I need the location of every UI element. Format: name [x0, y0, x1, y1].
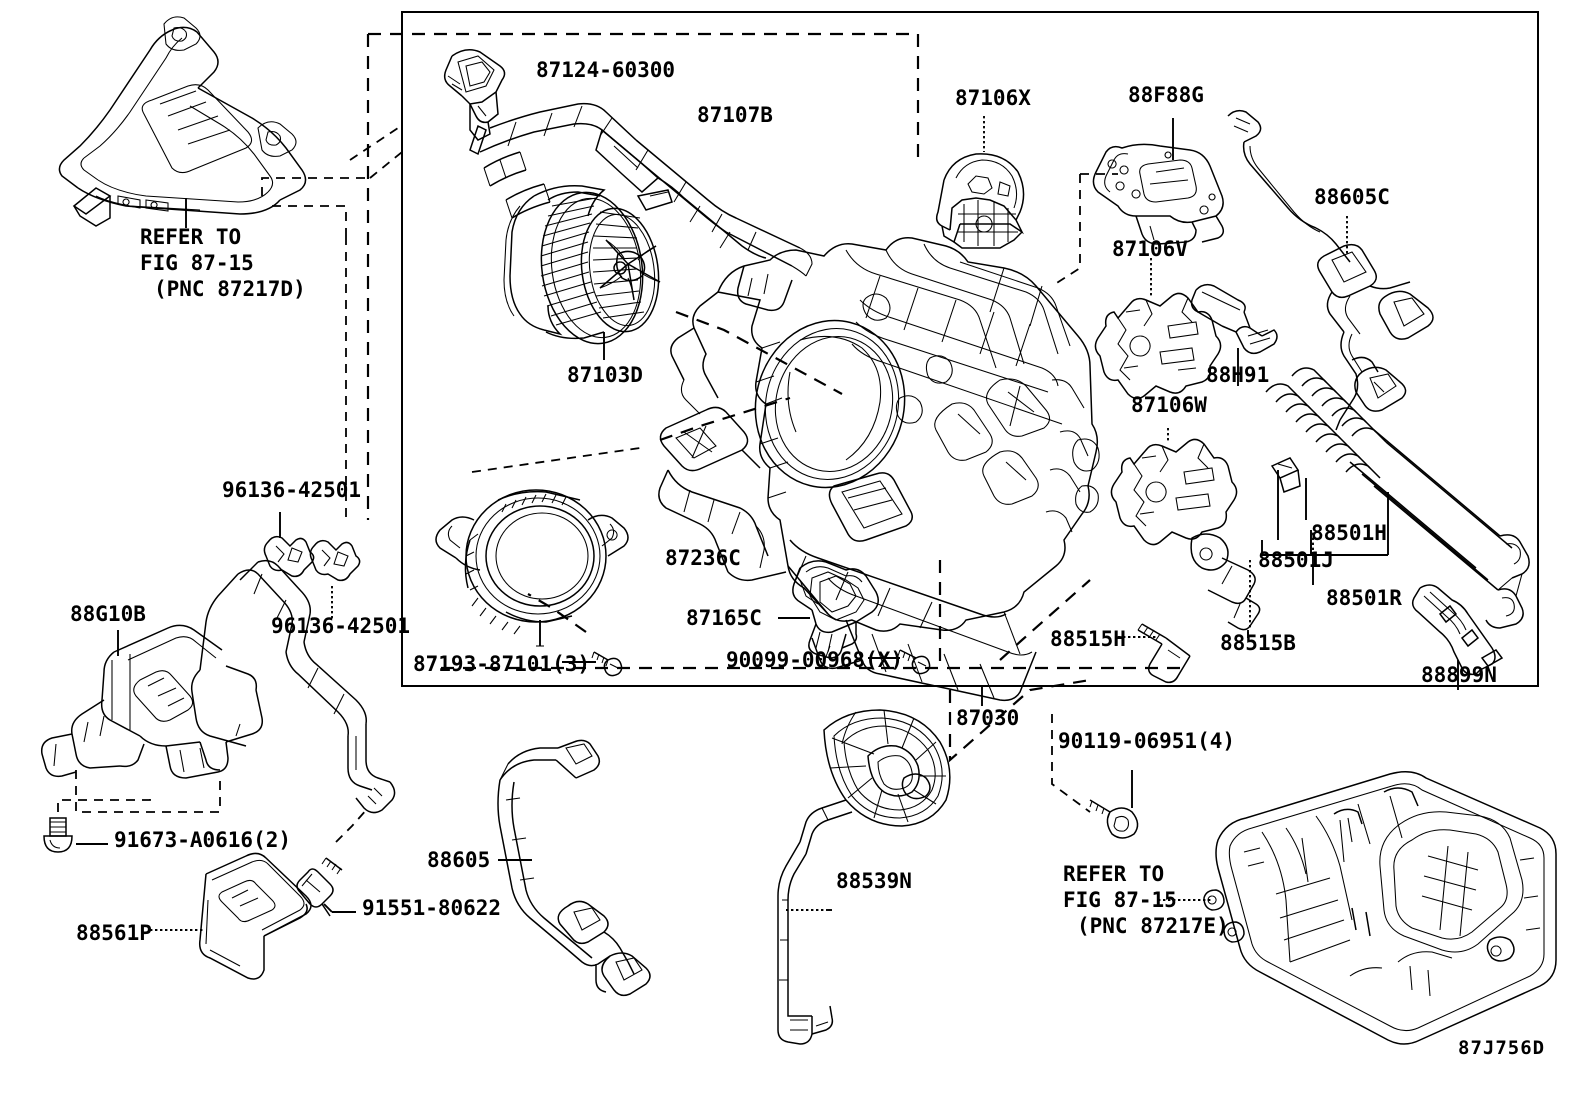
part-88h91-sensor-drawing: [1190, 283, 1278, 386]
label-88h91: 88H91: [1206, 363, 1270, 387]
part-90099-screw-drawing: [897, 649, 931, 675]
part-91673-bolt-drawing: [43, 817, 73, 853]
refer-left-line3: (PNC 87217D): [154, 277, 306, 301]
leader-91551: [323, 903, 356, 913]
part-87103d-blower-drawing: [503, 184, 673, 360]
inner-dashed-frame: [366, 32, 1180, 670]
label-91551: 91551-80622: [362, 896, 502, 920]
label-96136-bottom: 96136-42501: [271, 614, 411, 638]
diagram-code: 87J756D: [1458, 1037, 1546, 1059]
label-87165c: 87165C: [686, 606, 762, 630]
label-90119: 90119-06951(4): [1058, 729, 1236, 753]
part-87124-60300-drawing: [443, 49, 506, 141]
label-87106x: 87106X: [955, 86, 1031, 110]
dashed-leader-87236c-to-case: [659, 396, 791, 442]
dashed-leader-91673: [57, 792, 151, 812]
label-87193: 87193-87101(3): [413, 652, 591, 676]
label-88605c: 88605C: [1314, 185, 1390, 209]
label-88g10b: 88G10B: [70, 602, 146, 626]
part-88g10b-drawing: [40, 559, 396, 814]
dashed-leader-88515: [999, 579, 1091, 661]
label-87107b: 87107B: [697, 103, 773, 127]
dashed-connector-bracket: [261, 127, 403, 520]
part-88561p-drawing: [198, 852, 312, 980]
label-87030: 87030: [956, 706, 1020, 730]
part-88f88g-drawing: [1051, 118, 1225, 287]
part-88501-pipes-drawing: [1261, 367, 1530, 629]
part-88605c-harness-drawing: [1227, 109, 1434, 431]
dashed-leader-90119: [1051, 714, 1091, 813]
cover-87217e-drawing: [1203, 771, 1557, 1045]
part-88515h-bolt-drawing: [1137, 623, 1191, 684]
part-87106x-drawing: [935, 116, 1025, 249]
label-88561p: 88561P: [76, 921, 152, 945]
part-96136-clip-top-drawing: [263, 535, 315, 578]
label-88501r: 88501R: [1326, 586, 1402, 610]
dashed-leader-87193: [527, 593, 587, 633]
bracket-87217d-drawing: [58, 16, 307, 228]
part-88605-wire-drawing: [497, 739, 651, 997]
label-87106v: 87106V: [1112, 237, 1188, 261]
part-87165c-drawing: [792, 560, 879, 659]
refer-right-line3: (PNC 87217E): [1077, 914, 1229, 938]
main-hvac-case-drawing: [658, 237, 1100, 702]
label-91673: 91673-A0616(2): [114, 828, 292, 852]
part-87236c-drawing: [435, 489, 629, 647]
dash-87030: [948, 678, 1091, 763]
part-88899n-drawing: [1411, 584, 1504, 690]
refer-right-line2: FIG 87-15: [1063, 888, 1177, 912]
label-87103d: 87103D: [567, 363, 643, 387]
dashed-leader-87236c-left: [471, 447, 641, 473]
part-87106v-drawing: [1094, 258, 1222, 400]
label-88605: 88605: [427, 848, 491, 872]
refer-left-line1: REFER TO: [140, 225, 242, 249]
part-87106w-drawing: [1110, 428, 1238, 546]
label-88501j: 88501J: [1258, 548, 1334, 572]
label-87236c: 87236C: [665, 546, 741, 570]
part-88539n-drawing: [777, 709, 951, 1045]
label-88501h: 88501H: [1311, 521, 1387, 545]
label-88515b: 88515B: [1220, 631, 1296, 655]
outer-solid-frame: [401, 11, 1539, 687]
part-96136-clip-bot-drawing: [309, 539, 361, 582]
label-90099: 90099-00968(X): [726, 648, 904, 672]
label-87106w: 87106W: [1131, 393, 1207, 417]
refer-right-line1: REFER TO: [1063, 862, 1165, 886]
part-87193-screw-drawing: [591, 651, 623, 677]
label-88515h: 88515H: [1050, 627, 1126, 651]
label-96136-top: 96136-42501: [222, 478, 362, 502]
part-90119-bolt-drawing: [1089, 799, 1139, 839]
part-87107b-duct-drawing: [469, 102, 813, 277]
dashed-leader-blower-to-case: [675, 310, 843, 395]
label-88f88g: 88F88G: [1128, 83, 1204, 107]
label-88899n: 88899N: [1421, 663, 1497, 687]
label-87124-60300: 87124-60300: [536, 58, 676, 82]
label-88539n: 88539N: [836, 869, 912, 893]
refer-left-line2: FIG 87-15: [140, 251, 254, 275]
part-91551-screw-drawing: [296, 857, 343, 917]
dashed-leader-91551: [335, 807, 369, 843]
part-88515b-drawing: [1190, 533, 1261, 638]
